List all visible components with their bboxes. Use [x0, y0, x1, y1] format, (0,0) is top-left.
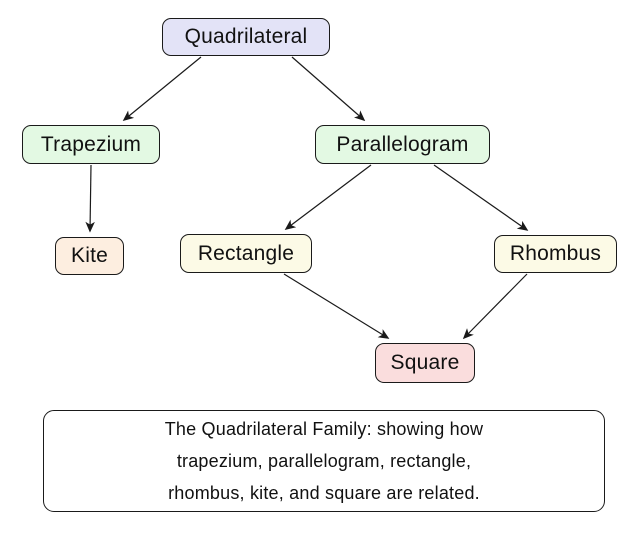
- node-rhombus-label: Rhombus: [509, 242, 602, 265]
- node-kite: Kite: [55, 237, 124, 275]
- node-parallelogram: Parallelogram: [315, 125, 490, 164]
- edge-trapezium-kite: [85, 164, 95, 233]
- node-quadrilateral-label: Quadrilateral: [184, 25, 308, 48]
- edge-parallelogram-rectangle: [284, 164, 372, 230]
- node-rectangle-label: Rectangle: [197, 241, 295, 265]
- node-quadrilateral: Quadrilateral: [162, 18, 330, 56]
- node-rectangle: Rectangle: [180, 234, 312, 273]
- edge-rhombus-square: [462, 273, 528, 340]
- node-rhombus: Rhombus: [494, 235, 617, 273]
- node-square: Square: [375, 343, 475, 383]
- node-kite-label: Kite: [71, 244, 108, 267]
- node-parallelogram-label: Parallelogram: [336, 132, 469, 156]
- edge-quadrilateral-trapezium: [122, 56, 202, 122]
- node-trapezium: Trapezium: [22, 125, 160, 164]
- edge-parallelogram-rhombus: [433, 164, 529, 231]
- edge-quadrilateral-parallelogram: [291, 56, 366, 122]
- caption-line: trapezium, parallelogram, rectangle,: [176, 451, 472, 471]
- edge-rectangle-square: [283, 273, 390, 339]
- caption-line: The Quadrilateral Family: showing how: [164, 419, 484, 439]
- node-trapezium-label: Trapezium: [40, 132, 142, 156]
- caption-box: The Quadrilateral Family: showing how tr…: [43, 410, 605, 512]
- node-square-label: Square: [390, 351, 460, 374]
- caption-line: rhombus, kite, and square are related.: [168, 483, 480, 503]
